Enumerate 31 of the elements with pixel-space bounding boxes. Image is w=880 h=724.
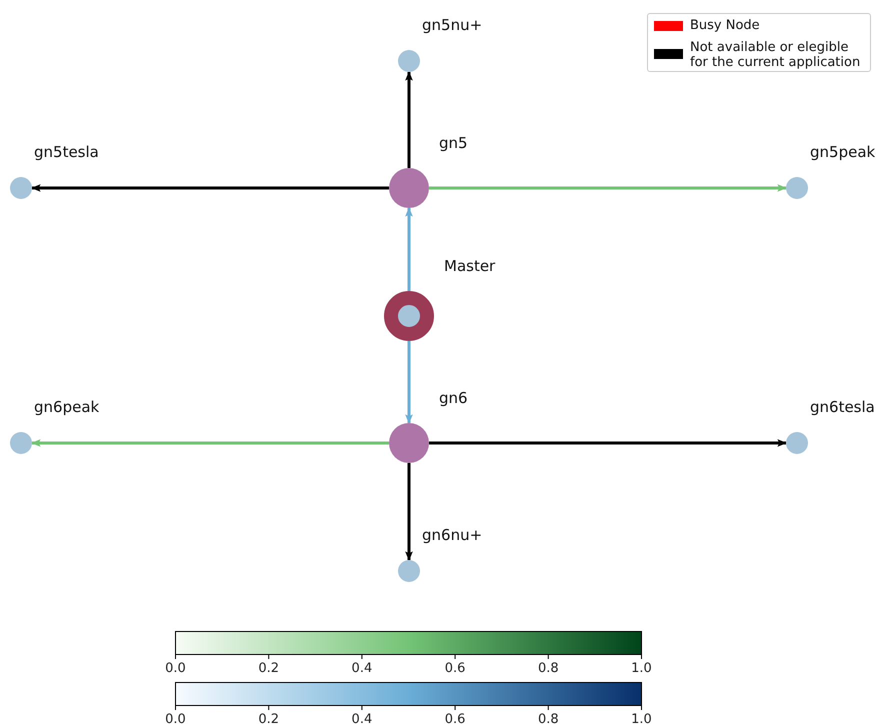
tick-label: 0.4 — [352, 712, 372, 724]
node-label: gn5peak — [810, 143, 876, 161]
tick-label: 0.0 — [165, 661, 186, 676]
arrow — [405, 71, 413, 168]
legend-label: Not available or elegible for the current application — [690, 40, 862, 70]
arrow — [31, 439, 389, 447]
node-label: gn5nu+ — [422, 16, 482, 34]
tick-label: 0.4 — [352, 661, 372, 676]
arrow — [405, 463, 413, 561]
legend-label: Busy Node — [690, 18, 760, 33]
tick-label: 0.2 — [258, 712, 280, 724]
arrow — [31, 184, 389, 192]
node-label: gn6peak — [34, 398, 100, 416]
tick-label: 0.8 — [538, 661, 559, 676]
node-label: gn6 — [439, 389, 468, 407]
tick-label: 0.6 — [444, 712, 466, 724]
tick-label: 1.0 — [631, 712, 652, 724]
arrow — [429, 439, 787, 447]
tick-label: 0.0 — [165, 712, 186, 724]
node-label: gn6tesla — [810, 398, 875, 416]
node-label: Master — [444, 257, 496, 275]
node-label: gn6nu+ — [422, 526, 482, 544]
tick-label: 0.6 — [444, 661, 466, 676]
arrow — [405, 341, 413, 424]
node-label: gn5 — [439, 134, 468, 152]
tick-label: 1.0 — [631, 661, 652, 676]
arrow — [429, 184, 787, 192]
tick-label: 0.2 — [258, 661, 280, 676]
tick-label: 0.8 — [538, 712, 559, 724]
arrow — [405, 207, 413, 291]
node-label: gn5tesla — [34, 143, 99, 161]
